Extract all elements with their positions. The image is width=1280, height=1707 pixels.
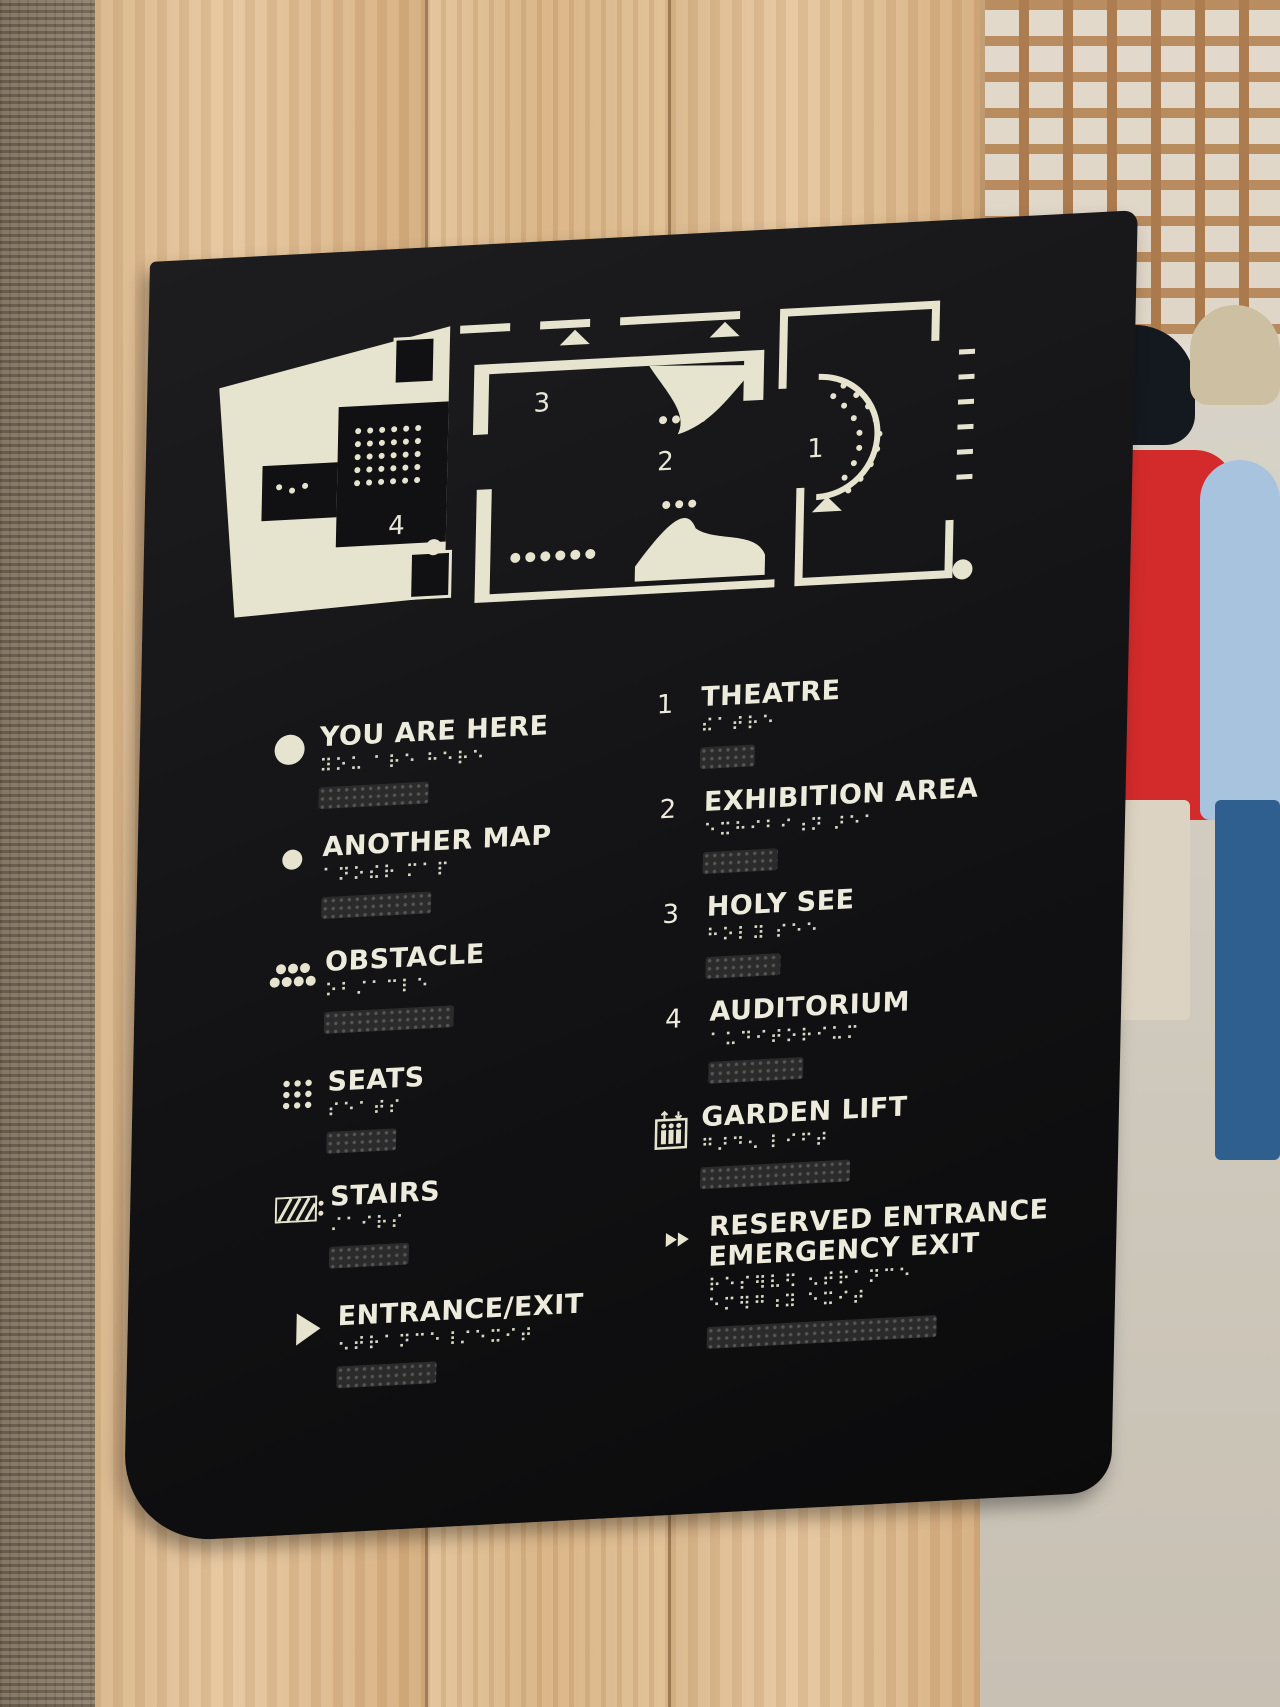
tactile-strip [699,1159,851,1190]
double-arrow-icon [648,1213,709,1266]
legend-item-obstacle: OBSTACLE ⠕⠃⠌⠁⠉⠇⠑ [264,938,486,1038]
lift-icon [641,1103,702,1156]
room-number: 2 [657,447,674,478]
tactile-strip [699,744,756,770]
tactile-strip [702,848,778,875]
legend-item-theatre: 1 THEATRE ⠮⠁⠞⠗⠑ [644,674,841,772]
legend-label: HOLY SEE [706,884,855,923]
legend-item-seats: SEATS ⠎⠑⠁⠞⠎ [266,1061,425,1157]
legend-label: OBSTACLE [324,938,486,978]
braille-text: ⠌⠁⠊⠗⠎ [329,1211,406,1237]
legend-item-auditorium: 4 AUDITORIUM ⠁⠥⠙⠊⠞⠕⠗⠊⠥⠍ [652,986,911,1087]
tactile-strip [705,953,781,980]
legend-item-another-map: ANOTHER MAP ⠁⠝⠕⠮⠗ ⠍⠁⠏ [261,820,552,922]
tactile-strip [328,1242,410,1269]
legend-item-reserved-entrance: RESERVED ENTRANCE EMERGENCY EXIT ⠗⠑⠎⠻⠧⠫ … [647,1194,1049,1352]
braille-text: ⠗⠑⠎⠻⠧⠫ ⠢⠞⠗⠁⠝⠉⠑ ⠑⠍⠻⠛⠰⠽ ⠑⠭⠊⠞ [707,1265,914,1317]
room-number: 1 [807,434,824,465]
braille-text: ⠮⠁⠞⠗⠑ [700,712,777,738]
braille-text: ⠕⠃⠌⠁⠉⠇⠑ [324,975,431,1003]
legend-label: STAIRS [329,1175,441,1213]
tactile-strip [323,1005,455,1035]
seats-grid-icon [267,1068,328,1121]
legend-label: RESERVED ENTRANCE EMERGENCY EXIT [708,1194,1049,1273]
legend-item-exhibition: 2 EXHIBITION AREA ⠑⠭⠓⠊⠃⠊⠰⠝ ⠜⠑⠁ [646,773,979,877]
room-number: 3 [533,388,550,419]
legend-item-stairs: STAIRS ⠌⠁⠊⠗⠎ [269,1175,441,1272]
legend-label: SEATS [327,1061,425,1098]
floor-plan: 3 2 1 4 [213,274,1070,674]
tactile-map-sign: 3 2 1 4 YOU ARE HERE ⠽⠕⠥ ⠁⠗⠑ ⠓⠑⠗⠑ [123,210,1138,1544]
small-dot-icon [262,833,323,886]
legend-item-holy-see: 3 HOLY SEE ⠓⠕⠇⠽ ⠎⠑⠑ [649,884,855,982]
entrance-triangle-icon [277,1302,338,1355]
room-number: 4 [388,511,405,542]
large-dot-icon [259,723,320,776]
tactile-strip [708,1056,804,1084]
braille-text: ⠎⠑⠁⠞⠎ [326,1096,404,1122]
tactile-strip [321,891,432,920]
braille-text: ⠓⠕⠇⠽ ⠎⠑⠑ [705,919,821,947]
room-number: 2 [659,794,677,826]
legend: YOU ARE HERE ⠽⠕⠥ ⠁⠗⠑ ⠓⠑⠗⠑ ANOTHER MAP ⠁⠝… [124,641,1129,1514]
stairs-hatch-icon [269,1183,330,1236]
room-number: 4 [664,1004,683,1036]
legend-item-entrance-exit: ENTRANCE/EXIT ⠢⠞⠗⠁⠝⠉⠑⠸⠌⠑⠭⠊⠞ [276,1288,584,1391]
visitor-hat [1190,305,1280,405]
legend-label: AUDITORIUM [709,986,911,1028]
visitor-legs [1215,800,1280,1160]
tactile-strip [706,1314,937,1350]
room-number: 1 [656,689,674,721]
tactile-strip [336,1361,437,1389]
tactile-strip [318,781,429,810]
room-number: 3 [662,899,680,931]
tactile-strip [326,1128,397,1154]
legend-item-garden-lift: GARDEN LIFT ⠛⠜⠙⠢ ⠇⠊⠋⠞ [640,1091,908,1192]
legend-label: THEATRE [700,674,841,714]
legend-item-you-are-here: YOU ARE HERE ⠽⠕⠥ ⠁⠗⠑ ⠓⠑⠗⠑ [258,710,549,812]
visitor-blue-shirt [1200,460,1280,820]
floor-plan-svg: 3 2 1 4 [219,300,976,618]
obstacle-dots-icon [264,948,325,1001]
